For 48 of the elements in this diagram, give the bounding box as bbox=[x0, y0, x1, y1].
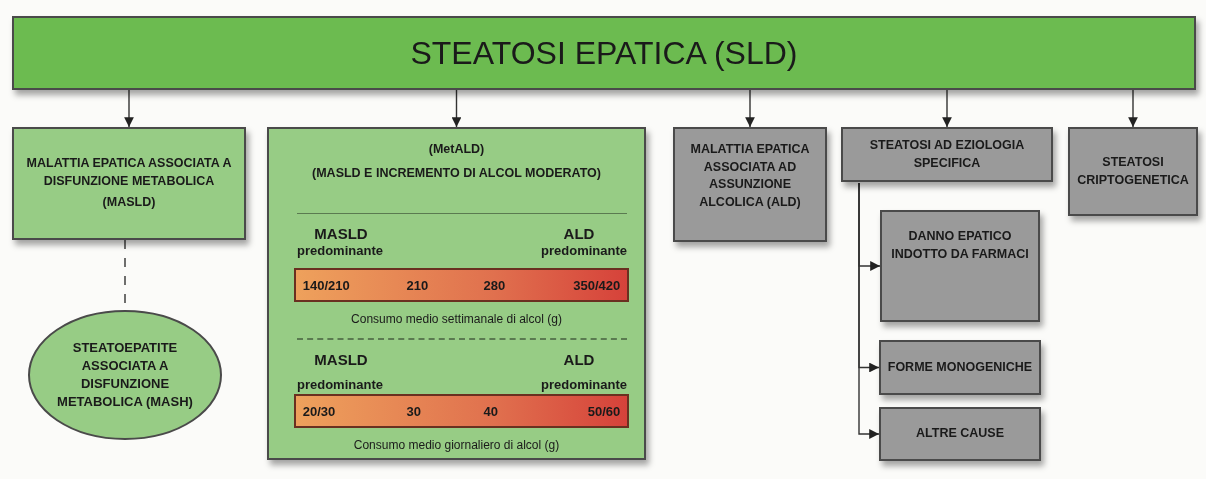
node-text: (MASLD E INCREMENTO DI ALCOL MODERATO) bbox=[311, 164, 602, 182]
category-box bbox=[12, 127, 246, 240]
node-text: MALATTIA EPATICA ASSOCIATA AD ASSUNZIONE ALCOLICA (ALD) bbox=[689, 141, 811, 211]
scale-label: predominante bbox=[297, 377, 383, 392]
scale-label: ALD bbox=[562, 351, 596, 368]
arrow bbox=[451, 89, 462, 128]
scale-value: 30 bbox=[406, 403, 421, 421]
category-box bbox=[673, 127, 827, 242]
gradient-scale-bar bbox=[294, 394, 629, 428]
category-box bbox=[841, 127, 1053, 182]
arrow bbox=[124, 89, 134, 128]
node-text: STEATOSI AD EZIOLOGIA SPECIFICA bbox=[868, 137, 1026, 172]
node-text: (MASLD) bbox=[101, 194, 157, 212]
arrow bbox=[942, 89, 952, 128]
title-text: STEATOSI EPATICA (SLD) bbox=[409, 33, 799, 73]
scale-value: 140/210 bbox=[302, 277, 350, 295]
node-text: STEATOSI CRIPTOGENETICA bbox=[1076, 154, 1190, 189]
category-box bbox=[880, 210, 1040, 322]
scale-value: 40 bbox=[483, 403, 499, 421]
scale-value: 280 bbox=[483, 277, 506, 295]
node-text: STEATOEPATITE ASSOCIATA A DISFUNZIONE METABOLICA (MASH) bbox=[56, 338, 194, 412]
category-box bbox=[879, 340, 1041, 395]
category-box bbox=[879, 407, 1041, 461]
gradient-scale-bar bbox=[294, 268, 629, 302]
node-text: ALTRE CAUSE bbox=[915, 425, 1005, 443]
scale-label: predominante bbox=[541, 377, 627, 392]
scale-value: 20/30 bbox=[302, 403, 336, 421]
title-banner bbox=[12, 16, 1196, 90]
scale-label: Consumo medio giornaliero di alcol (g) bbox=[352, 438, 561, 452]
node-text: MALATTIA EPATICA ASSOCIATA A DISFUNZIONE METABOLICA bbox=[25, 155, 233, 190]
node-text: (MetALD) bbox=[427, 141, 486, 158]
category-box bbox=[1068, 127, 1198, 216]
scale-label: Consumo medio settimanale di alcol (g) bbox=[350, 312, 563, 326]
scale-label: MASLD bbox=[313, 351, 369, 368]
scale-label: MASLD bbox=[313, 225, 369, 242]
scale-value: 50/60 bbox=[587, 403, 621, 421]
scale-value: 210 bbox=[406, 277, 429, 295]
arrow bbox=[745, 89, 755, 128]
arrow bbox=[1128, 89, 1138, 128]
node-text: FORME MONOGENICHE bbox=[886, 358, 1034, 376]
scale-label: ALD bbox=[562, 225, 596, 242]
scale-label: predominante bbox=[297, 243, 383, 258]
ellipse-node bbox=[28, 310, 222, 440]
arrow bbox=[858, 182, 880, 439]
scale-label: predominante bbox=[541, 243, 627, 258]
scale-value: 350/420 bbox=[573, 277, 621, 295]
category-box bbox=[267, 127, 646, 460]
node-text: DANNO EPATICO INDOTTO DA FARMACI bbox=[890, 228, 1030, 263]
